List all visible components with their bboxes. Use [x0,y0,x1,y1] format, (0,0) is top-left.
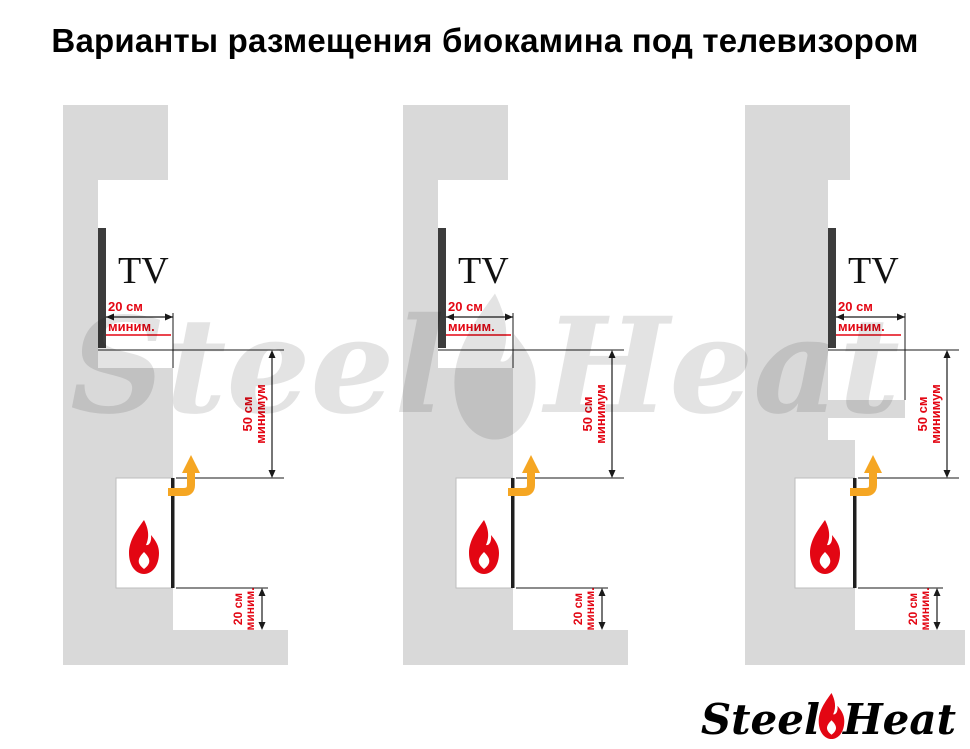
heat-arrow-icon [850,455,882,496]
tv-label: TV [458,250,509,292]
dim-mid-value: 50 см [915,397,930,432]
arrow-up-icon [268,350,276,358]
dim-bottom-min-label: миним. [243,587,257,630]
fireplace-glass [511,478,515,588]
heat-arrow-icon [168,455,200,496]
fireplace-glass [853,478,857,588]
tv-label: TV [848,250,899,292]
dim-bottom-value: 20 см [571,593,585,625]
dim-mid-min-label: минимум [928,384,943,444]
arrow-up-icon [943,350,951,358]
tv-screen [98,228,106,348]
dimension-bottom: 20 см миним. [231,587,266,631]
dim-bottom-value: 20 см [231,593,245,625]
dimension-bottom: 20 см миним. [906,587,941,631]
fireplace-niche [115,477,173,589]
arrow-up-icon [608,350,616,358]
arrow-left-icon [836,313,844,321]
arrow-down-icon [268,470,276,478]
dim-top-value: 20 см [108,299,143,314]
arrow-right-icon [505,313,513,321]
arrow-up-icon [598,588,606,596]
dimension-top: 20 см миним. [106,299,174,368]
dim-mid-value: 50 см [240,397,255,432]
wall-profile [403,105,628,665]
diagram-variant-1: TV 20 см миним. 50 см минимум 20 см мини… [63,105,288,665]
dim-mid-min-label: минимум [593,384,608,444]
logo-flame-icon [818,692,845,740]
logo-text-right: Heat [842,695,956,744]
dim-top-value: 20 см [448,299,483,314]
diagram-variant-2: TV 20 см миним. 50 см минимум 20 см мини… [403,105,628,665]
wall-profile [745,105,965,665]
dim-bottom-min-label: миним. [918,587,932,630]
dim-bottom-value: 20 см [906,593,920,625]
arrow-left-icon [446,313,454,321]
arrow-down-icon [608,470,616,478]
tv-screen [828,228,836,348]
arrow-down-icon [258,622,266,630]
arrow-down-icon [943,470,951,478]
flame-icon [129,520,159,574]
page-title: Варианты размещения биокамина под телеви… [51,22,919,59]
dim-mid-min-label: минимум [253,384,268,444]
dimension-middle: 50 см минимум [915,350,951,478]
dimension-middle: 50 см минимум [580,350,616,478]
diagram-variant-3: TV 20 см миним. 50 см минимум 20 см мини… [745,105,965,665]
arrow-down-icon [598,622,606,630]
flame-icon [469,520,499,574]
dim-top-min-label: миним. [838,319,885,334]
flame-icon [810,520,840,574]
dim-mid-value: 50 см [580,397,595,432]
arrow-up-icon [933,588,941,596]
fireplace-niche [455,477,513,589]
arrow-right-icon [165,313,173,321]
arrow-up-icon [258,588,266,596]
dimension-top: 20 см миним. [836,299,906,400]
arrow-down-icon [933,622,941,630]
dimension-middle: 50 см минимум [240,350,276,478]
heat-arrow-icon [508,455,540,496]
brand-logo: Steel Heat [701,691,956,741]
logo-text-left: Steel [700,695,820,744]
tv-label: TV [118,250,169,292]
dim-top-min-label: миним. [448,319,495,334]
fireplace-glass [171,478,175,588]
dim-top-min-label: миним. [108,319,155,334]
dim-top-value: 20 см [838,299,873,314]
fireplace-niche [794,477,855,589]
dimension-top: 20 см миним. [446,299,514,368]
tv-screen [438,228,446,348]
wall-profile [63,105,288,665]
dim-bottom-min-label: миним. [583,587,597,630]
arrow-left-icon [106,313,114,321]
dimension-bottom: 20 см миним. [571,587,606,631]
arrow-right-icon [897,313,905,321]
